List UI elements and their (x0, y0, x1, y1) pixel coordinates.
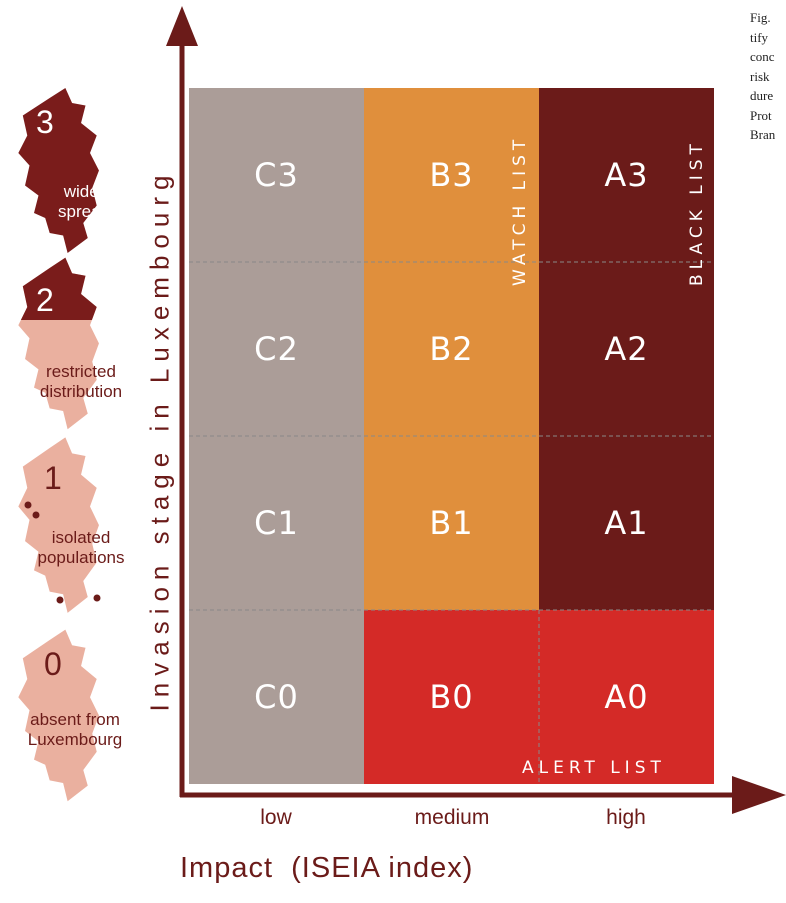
black-list-label: BLACK LIST (687, 139, 707, 286)
luxembourg-map-partial (18, 257, 99, 430)
cell-label-a0: A0 (604, 678, 649, 716)
cell-label-c0: C0 (254, 678, 299, 716)
cell-label-b2: B2 (429, 330, 474, 368)
cell-a3 (539, 88, 714, 262)
cell-label-a1: A1 (604, 504, 649, 542)
x-axis-arrowhead (732, 776, 786, 814)
stage-2-number: 2 (36, 282, 54, 318)
cell-c2 (189, 262, 364, 436)
y-axis-arrowhead (166, 6, 198, 46)
cell-label-c3: C3 (254, 156, 299, 194)
population-dot (56, 596, 64, 604)
cell-c3 (189, 88, 364, 262)
x-axis-title: Impact (ISEIA index) (180, 852, 474, 884)
population-dot (32, 511, 40, 519)
watch-list-label: WATCH LIST (510, 134, 530, 286)
stage-1-number: 1 (44, 460, 62, 496)
cell-a0 (539, 610, 714, 784)
population-dot (93, 594, 101, 602)
stage-0-number: 0 (44, 646, 62, 682)
cell-c0 (189, 610, 364, 784)
cell-b0 (364, 610, 539, 784)
cell-b3 (364, 88, 539, 262)
cell-a1 (539, 436, 714, 610)
figure-caption: Fig. tify conc risk dure Prot Bran (750, 10, 776, 142)
cell-label-b1: B1 (429, 504, 474, 542)
risk-matrix (189, 88, 714, 784)
luxembourg-map-full (18, 88, 99, 253)
stage-3-label: wide-spread (58, 182, 110, 221)
cell-c1 (189, 436, 364, 610)
alert-list-label: ALERT LIST (522, 758, 666, 778)
cell-label-c2: C2 (254, 330, 299, 368)
x-tick-low: low (260, 806, 292, 829)
cell-label-c1: C1 (254, 504, 299, 542)
x-tick-medium: medium (414, 806, 490, 829)
cell-label-b3: B3 (429, 156, 474, 194)
y-axis-label: Invasion stage in Luxembourg (144, 168, 175, 712)
cell-label-b0: B0 (429, 678, 474, 716)
cell-label-a3: A3 (604, 156, 649, 194)
population-dot (24, 501, 32, 509)
cell-b2 (364, 262, 539, 436)
stage-3-number: 3 (36, 104, 54, 140)
x-tick-high: high (606, 806, 646, 829)
cell-a2 (539, 262, 714, 436)
cell-label-a2: A2 (604, 330, 649, 368)
cell-b1 (364, 436, 539, 610)
